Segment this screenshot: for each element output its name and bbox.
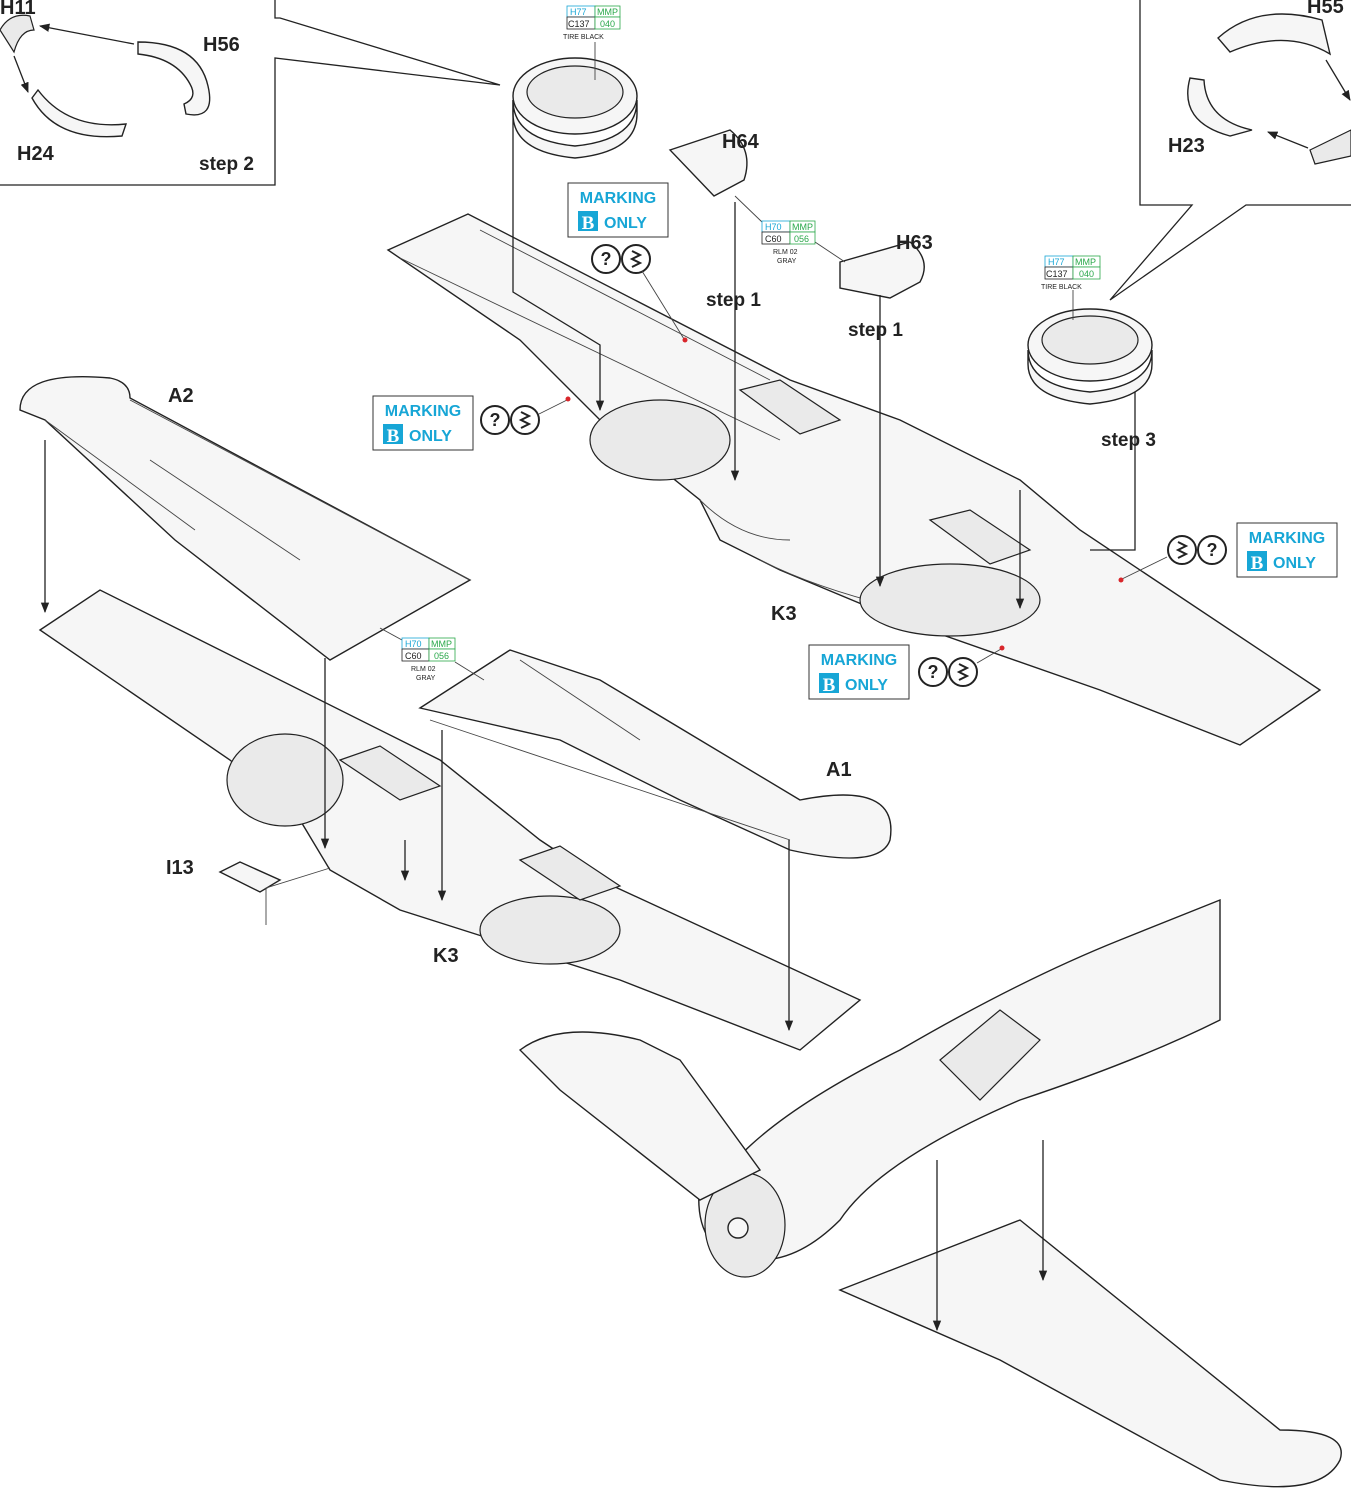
marking-word: MARKING	[580, 190, 656, 207]
part-h63-shape	[839, 241, 925, 299]
part-h64-shape	[668, 129, 748, 197]
label-part-h11: H11	[0, 0, 36, 19]
marking-b-callout-1: MARKING B ONLY ?	[567, 182, 688, 343]
label-part-a2: A2	[168, 385, 194, 407]
wheel-well-insert-left	[512, 57, 638, 159]
wing-k3-lower	[38, 589, 862, 1051]
wheel-well-right	[859, 563, 1041, 637]
marking-only: ONLY	[409, 428, 452, 445]
paint-callout-tire-black-right: H77 MMP C137 040 TIRE BLACK	[1041, 255, 1101, 320]
hint-icons: ?	[480, 405, 540, 435]
label-step-3: step 3	[1101, 430, 1156, 451]
paint-code-h: H77	[570, 7, 587, 17]
wing-right-installed	[838, 1219, 1342, 1488]
marking-letter: B	[582, 213, 595, 234]
part-h55-shape	[1217, 13, 1332, 56]
marking-word: MARKING	[1249, 530, 1325, 547]
label-part-h55: H55	[1307, 0, 1344, 18]
paint-name-line2: GRAY	[777, 258, 797, 265]
fuselage-assembly	[518, 898, 1342, 1488]
paint-callout-tire-black-top: H77 MMP C137 040 TIRE BLACK	[563, 5, 621, 80]
wheel-well-insert-right	[1027, 308, 1153, 405]
label-part-h64: H64	[722, 131, 760, 153]
paint-code-c: C137	[568, 19, 590, 29]
svg-text:?: ?	[490, 410, 501, 430]
paint-callout-rlm02-bottom: H70 MMP C60 056 RLM 02 GRAY	[379, 627, 485, 682]
paint-name-line1: RLM 02	[773, 249, 798, 256]
paint-name: TIRE BLACK	[1041, 284, 1082, 291]
label-part-k3-right: K3	[771, 603, 797, 625]
marking-b-callout-4: MARKING B ONLY ?	[808, 644, 1005, 700]
label-part-h24: H24	[17, 143, 55, 165]
paint-code-h: H77	[1048, 257, 1065, 267]
svg-text:?: ?	[1207, 540, 1218, 560]
paint-code-h: H70	[405, 639, 422, 649]
wing-k3-upper	[386, 213, 1322, 746]
hint-icons: ?	[918, 657, 978, 687]
part-h11-shape	[0, 14, 35, 54]
wheel-well-left	[589, 399, 731, 481]
svg-text:?: ?	[601, 249, 612, 269]
marking-word: MARKING	[385, 403, 461, 420]
label-part-h63: H63	[896, 232, 933, 254]
inset-step2	[0, 0, 501, 186]
wing-a1	[418, 649, 892, 859]
part-h56-shape	[137, 41, 211, 116]
paint-code-h: H70	[765, 222, 782, 232]
label-step-1a: step 1	[706, 290, 761, 311]
label-step-2: step 2	[199, 154, 254, 175]
marking-letter: B	[1251, 553, 1264, 574]
paint-code-mmp: MMP	[431, 639, 452, 649]
marking-letter: B	[387, 426, 400, 447]
wheel-well-installed-right	[479, 895, 621, 965]
paint-code-mmp: MMP	[597, 7, 618, 17]
marking-b-callout-3: MARKING B ONLY ?	[1118, 522, 1338, 583]
cockpit	[939, 1009, 1041, 1101]
paint-code-num: 040	[1079, 269, 1094, 279]
paint-code-c: C60	[405, 651, 422, 661]
paint-code-mmp: MMP	[1075, 257, 1096, 267]
label-part-i13: I13	[166, 857, 194, 879]
paint-code-mmp: MMP	[792, 222, 813, 232]
label-part-k3-left: K3	[433, 945, 459, 967]
marking-letter: B	[823, 675, 836, 696]
wing-a2	[19, 375, 472, 661]
paint-code-num: 056	[794, 234, 809, 244]
label-part-h56: H56	[203, 34, 240, 56]
label-step-1b: step 1	[848, 320, 903, 341]
marking-only: ONLY	[845, 677, 888, 694]
part-h24-shape	[31, 88, 128, 138]
paint-code-num: 040	[600, 19, 615, 29]
part-h23-shape	[1187, 77, 1253, 137]
inset-step3	[1109, 0, 1351, 301]
hint-icons: ?	[591, 244, 651, 274]
paint-name: TIRE BLACK	[563, 34, 604, 41]
marking-only: ONLY	[1273, 555, 1316, 572]
paint-callout-rlm02-top: H70 MMP C60 056 RLM 02 GRAY	[734, 195, 846, 265]
part-i13-shape	[218, 861, 282, 893]
paint-name-line1: RLM 02	[411, 666, 436, 673]
wheel-well-installed-left	[226, 733, 344, 827]
marking-word: MARKING	[821, 652, 897, 669]
wing-left-installed	[518, 1031, 762, 1201]
label-part-a1: A1	[826, 759, 852, 781]
hint-icons: ?	[1167, 535, 1227, 565]
paint-code-c: C60	[765, 234, 782, 244]
paint-code-c: C137	[1046, 269, 1068, 279]
label-part-h23: H23	[1168, 135, 1205, 157]
paint-name-line2: GRAY	[416, 675, 436, 682]
marking-only: ONLY	[604, 215, 647, 232]
svg-text:?: ?	[928, 662, 939, 682]
paint-code-num: 056	[434, 651, 449, 661]
marking-b-callout-2: MARKING B ONLY ?	[372, 395, 571, 451]
